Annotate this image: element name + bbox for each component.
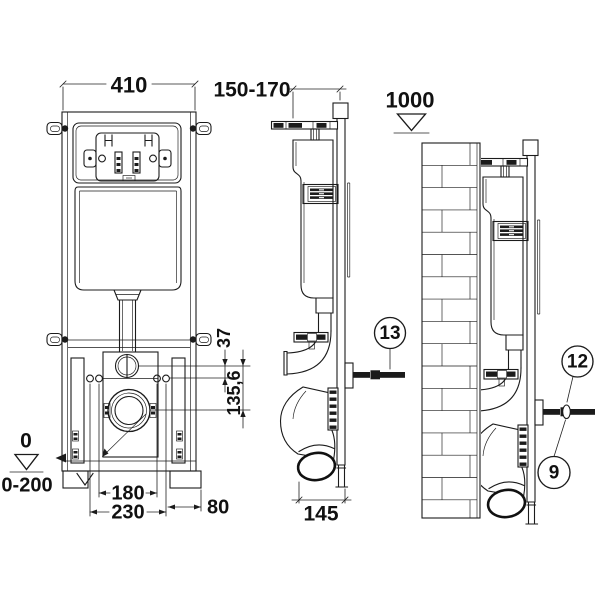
dim-base-depth: 145 — [291, 481, 352, 526]
dim-fixing-spacing: 230 — [89, 502, 167, 524]
callout-9-label: 9 — [549, 463, 560, 484]
dim-rods-to-outlet: 135,6 — [150, 349, 251, 429]
dim-flushpipe-to-rods-label: 37 — [214, 328, 234, 348]
callout-9: 9 — [537, 419, 571, 490]
callout-12-label: 12 — [567, 352, 588, 373]
side-view-frame — [270, 101, 407, 489]
dim-frame-width-label: 410 — [111, 73, 148, 98]
dim-rod-spacing: 180 — [89, 383, 167, 517]
foot-adjustment-label: 0-200 — [1, 475, 52, 497]
floor-level-indicator: 0 0-200 — [1, 430, 52, 497]
callout-13-label: 13 — [379, 323, 400, 344]
dimension-annotations: 410 150-170 1000 37 135,6 0 0-20 — [1, 73, 594, 526]
reference-level-indicator: 1000 — [386, 88, 435, 134]
flush-plate-assembly — [72, 122, 182, 184]
side-view — [270, 101, 407, 489]
installed-frame — [481, 138, 597, 526]
support-feet — [55, 453, 202, 489]
brick-wall — [421, 142, 481, 519]
installed-view — [421, 138, 597, 526]
datum-triangle-icon — [13, 453, 40, 471]
dim-frame-depth-label: 150-170 — [213, 79, 290, 102]
dim-frame-depth: 150-170 — [213, 79, 347, 119]
dim-rod-spacing-label: 180 — [111, 483, 144, 505]
fixing-bolts — [86, 374, 170, 383]
callout-12: 12 — [561, 345, 594, 403]
dim-outlet-side-offset-label: 80 — [207, 497, 229, 519]
frame-body — [61, 111, 197, 472]
mounting-ears — [46, 121, 212, 347]
reference-height-label: 1000 — [386, 88, 435, 113]
insulation-washer — [562, 404, 571, 420]
flush-pipe-outlet — [114, 353, 140, 379]
pointer-arrow-icon — [102, 448, 109, 457]
datum-triangle-icon — [396, 113, 427, 132]
side-rails — [70, 357, 186, 464]
cistern-front — [74, 186, 182, 291]
dim-rods-to-outlet-label: 135,6 — [224, 370, 244, 415]
dim-frame-width: 410 — [59, 73, 199, 111]
dim-flushpipe-to-rods: 37 — [138, 328, 251, 393]
dim-outlet-side-offset: 80 — [167, 489, 229, 519]
callout-13: 13 — [373, 316, 407, 370]
height-pointer-icon — [55, 453, 66, 463]
floor-zero-label: 0 — [20, 430, 32, 453]
flush-pipe — [113, 289, 142, 352]
waste-outlet — [103, 388, 157, 433]
dim-fixing-spacing-label: 230 — [111, 502, 144, 524]
dim-base-depth-label: 145 — [303, 503, 338, 526]
front-view — [46, 111, 212, 489]
